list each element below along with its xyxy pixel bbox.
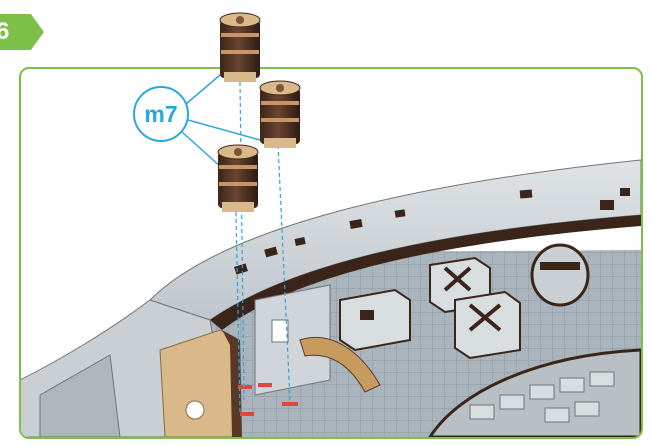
cargo-crate-1 <box>340 290 410 350</box>
coupling-nut-icon <box>220 13 260 82</box>
inner-wall-window <box>272 320 288 342</box>
spaceship-model <box>20 160 641 437</box>
wooden-bulkhead <box>160 330 240 437</box>
coupling-nut-icon <box>218 145 258 212</box>
part-callout-m7: m7 <box>133 86 189 142</box>
coupling-nut-icon <box>260 81 300 148</box>
part-callout-label: m7 <box>144 101 177 128</box>
cargo-crate-3 <box>455 292 520 358</box>
bulkhead-hole <box>186 401 204 419</box>
cylinder-tank <box>532 245 588 305</box>
